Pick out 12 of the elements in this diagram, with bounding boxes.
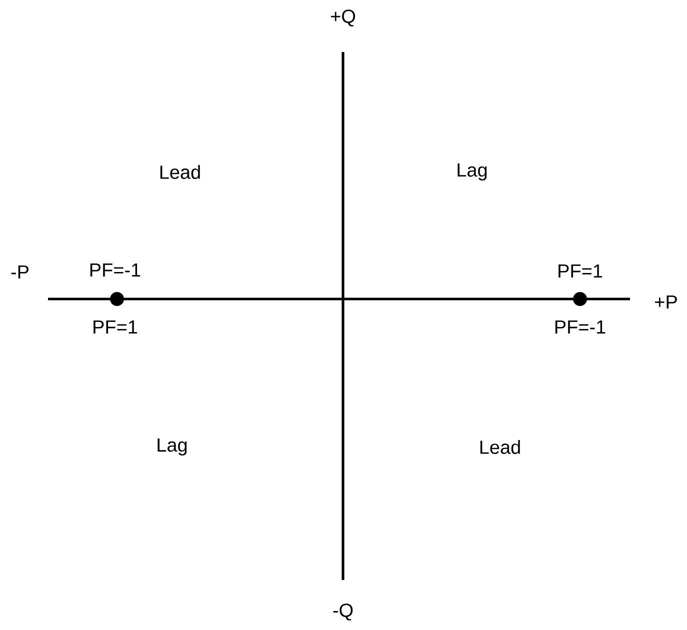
point-label: PF=1 bbox=[558, 264, 602, 278]
quadrant-label: Lag bbox=[458, 164, 487, 180]
point-label: PF=-1 bbox=[555, 320, 606, 334]
quadrant-label: Lead bbox=[160, 165, 200, 179]
axis-label: +Q bbox=[331, 10, 356, 26]
point-label: PF=-1 bbox=[90, 263, 140, 277]
quadrant-label: Lag bbox=[158, 438, 187, 456]
axis-label: +P bbox=[655, 295, 677, 309]
point-label: PF=1 bbox=[94, 320, 138, 334]
quadrant-label: Lead bbox=[480, 440, 520, 454]
axis-label: -P bbox=[11, 265, 28, 279]
axis-label: -Q bbox=[333, 604, 353, 620]
